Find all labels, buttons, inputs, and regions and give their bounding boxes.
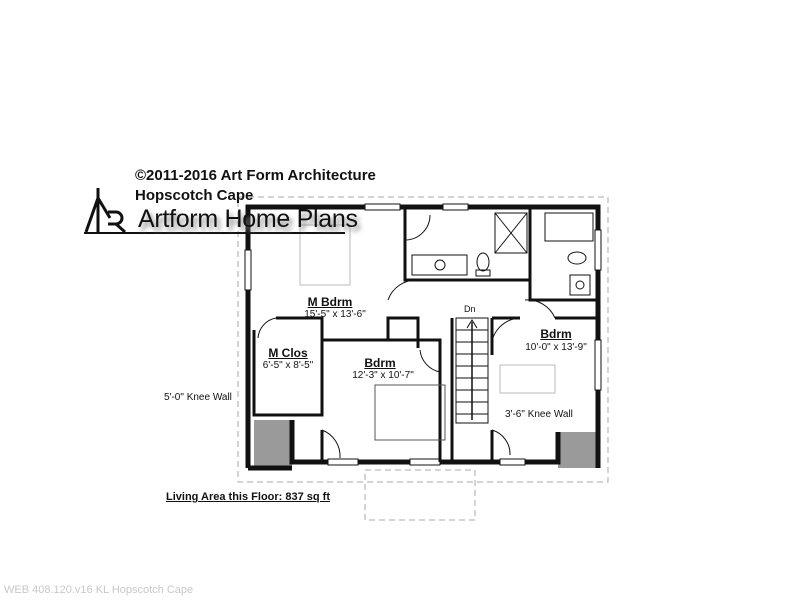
room-dims-bedroom-2: 12'-3" x 10'-7" xyxy=(352,370,414,381)
room-dims-master-bedroom: 15'-5" x 13'-6" xyxy=(304,309,366,320)
room-name-master-bedroom: M Bdrm xyxy=(307,295,353,309)
knee-wall-right-block xyxy=(558,432,596,468)
logo-mark xyxy=(84,188,345,234)
roof-outline xyxy=(237,196,609,521)
door-swings xyxy=(257,214,556,459)
room-dims-master-closet: 6'-5" x 8'-5" xyxy=(262,360,314,371)
windows xyxy=(244,203,602,466)
knee-wall-left-block xyxy=(254,420,292,468)
fixtures xyxy=(299,212,594,441)
room-name-bedroom-2: Bdrm xyxy=(364,356,396,370)
stair-down-label: Dn xyxy=(464,304,476,314)
plan-name: Hopscotch Cape xyxy=(135,187,254,204)
logo-text: Artform Home Plans xyxy=(138,205,358,233)
living-area-label: Living Area this Floor: 837 sq ft xyxy=(166,491,331,503)
room-dims-bedroom-3: 10'-0" x 13'-9" xyxy=(525,342,587,353)
room-name-bedroom-3: Bdrm xyxy=(540,327,572,341)
room-name-master-closet: M Clos xyxy=(268,346,308,360)
stairs xyxy=(455,317,489,424)
knee-wall-right-note: 3'-6" Knee Wall xyxy=(505,409,573,420)
knee-wall-left-note: 5'-0" Knee Wall xyxy=(164,392,232,403)
footer-plan-code: WEB 408.120.v16 KL Hopscotch Cape xyxy=(4,584,194,596)
copyright-text: ©2011-2016 Art Form Architecture xyxy=(135,167,376,184)
